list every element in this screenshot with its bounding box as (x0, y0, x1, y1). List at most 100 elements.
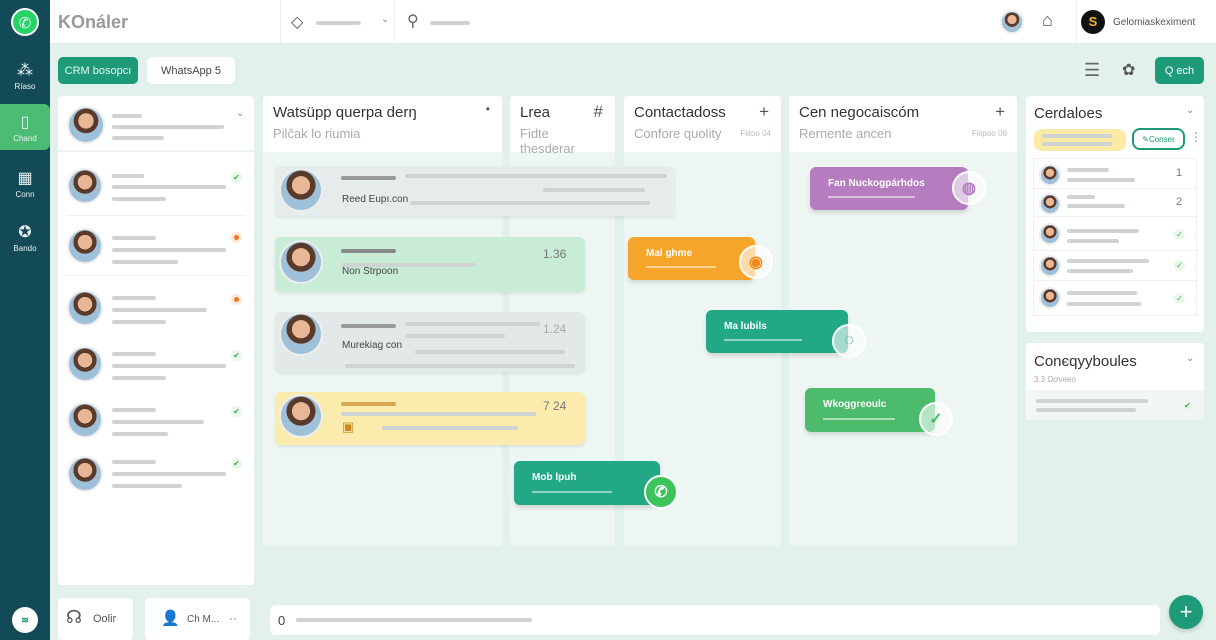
document-icon: ▣ (342, 419, 355, 434)
deal-card[interactable]: Fan Nuckogpárhdos◍ (810, 167, 986, 210)
puzzle-icon[interactable]: ✿ (1122, 62, 1136, 79)
list-item[interactable]: ✔ (66, 446, 246, 504)
contact-button[interactable]: 👤 Ch M... ·· (145, 598, 250, 640)
user-menu[interactable]: S Gelomiaskeximent (1076, 0, 1216, 44)
list-item[interactable]: ✔ (66, 158, 246, 216)
column-title: Cen negocaiscóm (799, 104, 920, 121)
deal-card[interactable]: Wkoggreoulc✓ (805, 388, 953, 436)
list-item[interactable]: 1 (1034, 159, 1198, 189)
search-input[interactable]: ⚲ (395, 0, 985, 44)
chat-icon: ◉ (739, 245, 773, 279)
deal-card[interactable]: Non Strpoon 1.36 (275, 237, 585, 292)
list-item[interactable] (66, 218, 246, 276)
chevron-down-icon: ⌄ (381, 14, 390, 25)
list-item[interactable]: ✓ (1034, 251, 1198, 281)
right-panel: Cerdaloes ⌄ ✎ Conser ⋮ 1 2 ✓ ✓ ✓ (1026, 96, 1204, 332)
avatar[interactable] (1000, 10, 1024, 34)
user-name: Gelomiaskeximent (1113, 17, 1196, 28)
sidebar-item-conn[interactable]: ▦Conn (0, 168, 50, 202)
check-icon: ✓ (1174, 229, 1185, 240)
right-list: 1 2 ✓ ✓ ✓ (1033, 158, 1198, 316)
tag-icon: ◇ (291, 14, 304, 31)
card-time: 1.24 (543, 322, 567, 336)
list-item[interactable]: ✓ (1034, 281, 1198, 315)
more-vertical-icon[interactable]: ⋮ (1190, 130, 1202, 144)
card-label: Murekiag con (342, 340, 403, 351)
pending-icon (231, 294, 242, 305)
filter-chip[interactable] (1034, 129, 1126, 151)
column-filter[interactable]: Fiitpoo 06 (971, 129, 1007, 138)
column-filter[interactable]: Fiitoo 04 (740, 129, 771, 138)
menu-icon[interactable]: ☰ (1084, 60, 1101, 80)
sidebar: ✆ ⁂Ríaso ▯Chand ▦Conn ✪Bando ≋ (0, 0, 50, 640)
deal-card[interactable]: Murekiag con 1.24 (275, 312, 585, 372)
deal-card[interactable]: Reed Eupı.con (275, 166, 675, 216)
list-item[interactable]: ⌄ (58, 98, 254, 152)
message-input[interactable]: 0 (270, 605, 1160, 635)
card-label: Non Strpoon (342, 266, 399, 277)
search-icon: ⚲ (407, 13, 419, 30)
whatsapp-logo-icon[interactable]: ✆ (11, 8, 39, 36)
deal-card[interactable]: Ma lubils◌ (706, 310, 866, 358)
sidebar-item-riaso[interactable]: ⁂Ríaso (0, 60, 50, 94)
column-title: Contactadoss (634, 104, 726, 121)
check-icon: ✔ (231, 406, 242, 417)
user-outline-icon: ☊ (66, 607, 82, 627)
whatsapp-button[interactable]: WhatsApp 5 (147, 57, 235, 84)
column-subtitle: Rernente ancen (799, 126, 892, 141)
card-label: Reed Eupı.con (342, 194, 409, 205)
crm-button[interactable]: CRM bosopcı (58, 57, 138, 84)
app-logo: KOnáler (58, 12, 129, 32)
globe-icon: ◍ (952, 171, 986, 205)
deal-card[interactable]: Mal ghme◉ (628, 237, 773, 280)
column-subtitle: Confore quolity (634, 126, 722, 141)
panel-subtitle: 3.3 Ωơveeo (1034, 375, 1076, 384)
list-item[interactable]: ✔ (66, 336, 246, 394)
add-icon[interactable]: + (759, 102, 769, 121)
chat-icon: ◌ (832, 324, 866, 358)
hash-icon[interactable]: # (593, 102, 603, 121)
panel-title: Conєqyyboules (1034, 353, 1137, 370)
card-time: 7 24 (543, 399, 567, 413)
conser-button[interactable]: ✎ Conser (1132, 128, 1185, 150)
badge-icon: ✪ (18, 224, 32, 241)
more-icon[interactable]: ·· (229, 611, 237, 625)
search-button[interactable]: Q ech (1155, 57, 1204, 84)
chevron-down-icon[interactable]: ⌄ (236, 108, 245, 119)
chevron-down-icon[interactable]: ⌄ (1186, 353, 1195, 364)
whatsapp-icon: ✆ (644, 475, 678, 509)
add-fab[interactable]: + (1169, 595, 1203, 629)
contact-list: ⌄ ✔ ✔ ✔ ✔ (58, 96, 254, 585)
column-subtitle: Pilčak lo riumia (273, 126, 361, 141)
more-icon[interactable]: • (485, 102, 490, 116)
column-subtitle: Fidte thesderar (520, 126, 575, 156)
check-icon: ✔ (231, 458, 242, 469)
deal-card[interactable]: Mob lpuh✆ (514, 461, 678, 509)
oolir-button[interactable]: ☊ Oolir (58, 598, 133, 640)
chevron-down-icon[interactable]: ⌄ (1186, 105, 1195, 116)
top-bar: KOnáler ◇ ⌄ ⚲ ⌂ S Gelomiaskeximent (50, 0, 1216, 44)
column-title: Lrea (520, 104, 551, 121)
deal-card[interactable]: ▣ 7 24 (275, 392, 585, 445)
add-icon[interactable]: + (995, 102, 1005, 121)
list-item[interactable] (66, 280, 246, 338)
list-item[interactable]: 2 (1034, 189, 1198, 217)
check-icon: ✓ (1174, 260, 1185, 271)
list-item[interactable]: ✓ (1034, 217, 1198, 251)
sidebar-item-chand[interactable]: ▯Chand (0, 104, 50, 150)
check-icon: ✓ (1174, 293, 1185, 304)
calendar-icon: ▦ (17, 170, 33, 187)
list-item[interactable]: ✔ (66, 392, 246, 450)
right-panel-2: Conєqyyboules ⌄ 3.3 Ωơveeo ✔ (1026, 343, 1204, 420)
panel-title: Cerdaloes (1034, 105, 1103, 122)
card-time: 1.36 (543, 247, 567, 261)
check-icon: ✔ (1182, 400, 1193, 411)
check-icon: ✔ (231, 172, 242, 183)
bottom-logo-icon[interactable]: ≋ (12, 607, 38, 633)
user-avatar: S (1081, 10, 1105, 34)
check-icon: ✓ (919, 402, 953, 436)
sidebar-item-bando[interactable]: ✪Bando (0, 222, 50, 256)
home-icon[interactable]: ⌂ (1042, 10, 1053, 30)
filter-dropdown[interactable]: ◇ ⌄ (280, 0, 395, 44)
phone-icon: ▯ (20, 114, 30, 131)
